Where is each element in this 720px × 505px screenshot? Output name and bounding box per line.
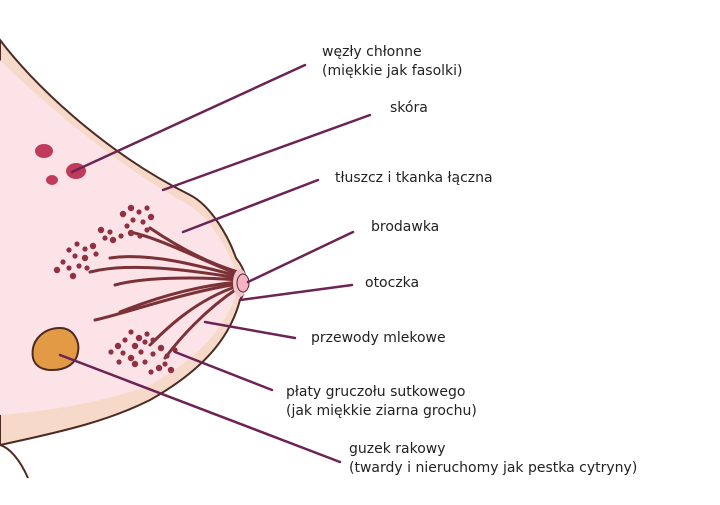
label-ducts: przewody mlekowe: [311, 329, 446, 348]
lymph-node: [46, 175, 58, 185]
lobule-dot: [97, 226, 105, 234]
lobule-dot: [127, 229, 135, 237]
lobule-dot: [144, 331, 150, 337]
lobule-dot: [66, 265, 72, 271]
label-tumor-title: guzek rakowy: [349, 441, 446, 457]
lobule-dot: [136, 209, 142, 215]
lobule-dot: [157, 344, 165, 352]
label-lobules: płaty gruczołu sutkowego (jak miękkie zi…: [286, 383, 477, 421]
lobule-dot: [74, 241, 80, 247]
lobule-dot: [162, 361, 168, 367]
lobule-dot: [84, 265, 90, 271]
label-ducts-title: przewody mlekowe: [311, 330, 446, 346]
lymph-node: [35, 144, 53, 158]
milk-duct: [93, 282, 240, 322]
label-tumor: guzek rakowy (twardy i nieruchomy jak pe…: [349, 440, 637, 478]
label-fat: tłuszcz i tkanka łączna: [335, 169, 493, 188]
lobule-dot: [150, 337, 156, 343]
lobule-dot: [147, 213, 155, 221]
lobule-dot: [127, 204, 135, 212]
label-lymph-nodes-note: (miękkie jak fasolki): [322, 63, 463, 79]
lobule-dot: [114, 342, 122, 350]
leader-line-skin: [161, 113, 372, 192]
lobule-dot: [128, 329, 134, 335]
leader-line-tumor: [58, 353, 342, 464]
breast-fold-line: [0, 444, 29, 479]
label-nipple: brodawka: [371, 218, 439, 237]
breast-tissue: [0, 60, 237, 415]
lobule-dot: [131, 342, 139, 350]
lobule-dot: [102, 235, 108, 241]
lobule-dot: [164, 353, 170, 359]
lobule-dot: [155, 364, 163, 372]
milk-duct: [108, 255, 240, 278]
label-lymph-nodes-title: węzły chłonne: [322, 44, 422, 60]
lobule-dot: [140, 219, 146, 225]
lobule-dot: [150, 351, 156, 357]
lobule-dot: [142, 359, 148, 365]
lobule-dot: [135, 334, 143, 342]
lobule-dot: [119, 210, 127, 218]
lobule-dot: [120, 350, 126, 356]
lobule-dot: [130, 217, 136, 223]
lobule-dot: [137, 233, 143, 239]
lobules-group: [53, 204, 178, 375]
label-tumor-note: (twardy i nieruchomy jak pestka cytryny): [349, 460, 638, 476]
leader-line-lymph-nodes: [70, 63, 307, 174]
milk-duct: [163, 286, 240, 360]
label-skin: skóra: [390, 99, 428, 118]
label-fat-title: tłuszcz i tkanka łączna: [335, 170, 493, 186]
label-lymph-nodes: węzły chłonne (miękkie jak fasolki): [322, 43, 463, 81]
milk-duct: [113, 276, 240, 287]
lobule-dot: [82, 246, 88, 252]
lobule-dot: [144, 227, 150, 233]
milk-duct: [88, 265, 240, 280]
lobule-dot: [131, 360, 139, 368]
lobule-dot: [124, 223, 130, 229]
lobule-dot: [167, 366, 175, 374]
lobule-dot: [109, 236, 117, 244]
leader-lines: [58, 63, 372, 464]
lobule-dot: [107, 229, 113, 235]
milk-duct: [118, 280, 240, 314]
lobule-dot: [53, 266, 61, 274]
lobule-dot: [116, 359, 122, 365]
lobule-dot: [127, 354, 135, 362]
lobule-dot: [138, 349, 144, 355]
leader-line-areola: [238, 283, 354, 302]
leader-line-ducts: [203, 320, 297, 340]
label-areola-title: otoczka: [365, 275, 420, 291]
lobule-dot: [144, 205, 150, 211]
label-lobules-title: płaty gruczołu sutkowego: [286, 384, 466, 400]
leader-line-nipple: [246, 230, 355, 284]
lobule-dot: [72, 253, 78, 259]
lobule-dot: [108, 349, 114, 355]
lobule-dot: [148, 369, 154, 375]
lobule-dot: [122, 337, 128, 343]
lobule-dot: [66, 247, 72, 253]
nipple: [236, 273, 250, 293]
cancerous-lump: [31, 326, 80, 372]
lobule-dot: [69, 272, 77, 280]
leader-line-lobules: [173, 350, 274, 392]
lobule-dot: [142, 339, 148, 345]
lobule-dot: [93, 251, 99, 257]
label-lobules-note: (jak miękkie ziarna grochu): [286, 403, 477, 419]
label-skin-title: skóra: [390, 100, 428, 116]
lobule-dot: [60, 259, 66, 265]
lobule-dot: [89, 242, 97, 250]
lobule-dot: [118, 233, 124, 239]
label-areola: otoczka: [365, 274, 419, 293]
lobule-dot: [76, 263, 82, 269]
label-nipple-title: brodawka: [371, 219, 440, 235]
lobule-dot: [81, 254, 89, 262]
leader-line-fat: [181, 178, 320, 234]
